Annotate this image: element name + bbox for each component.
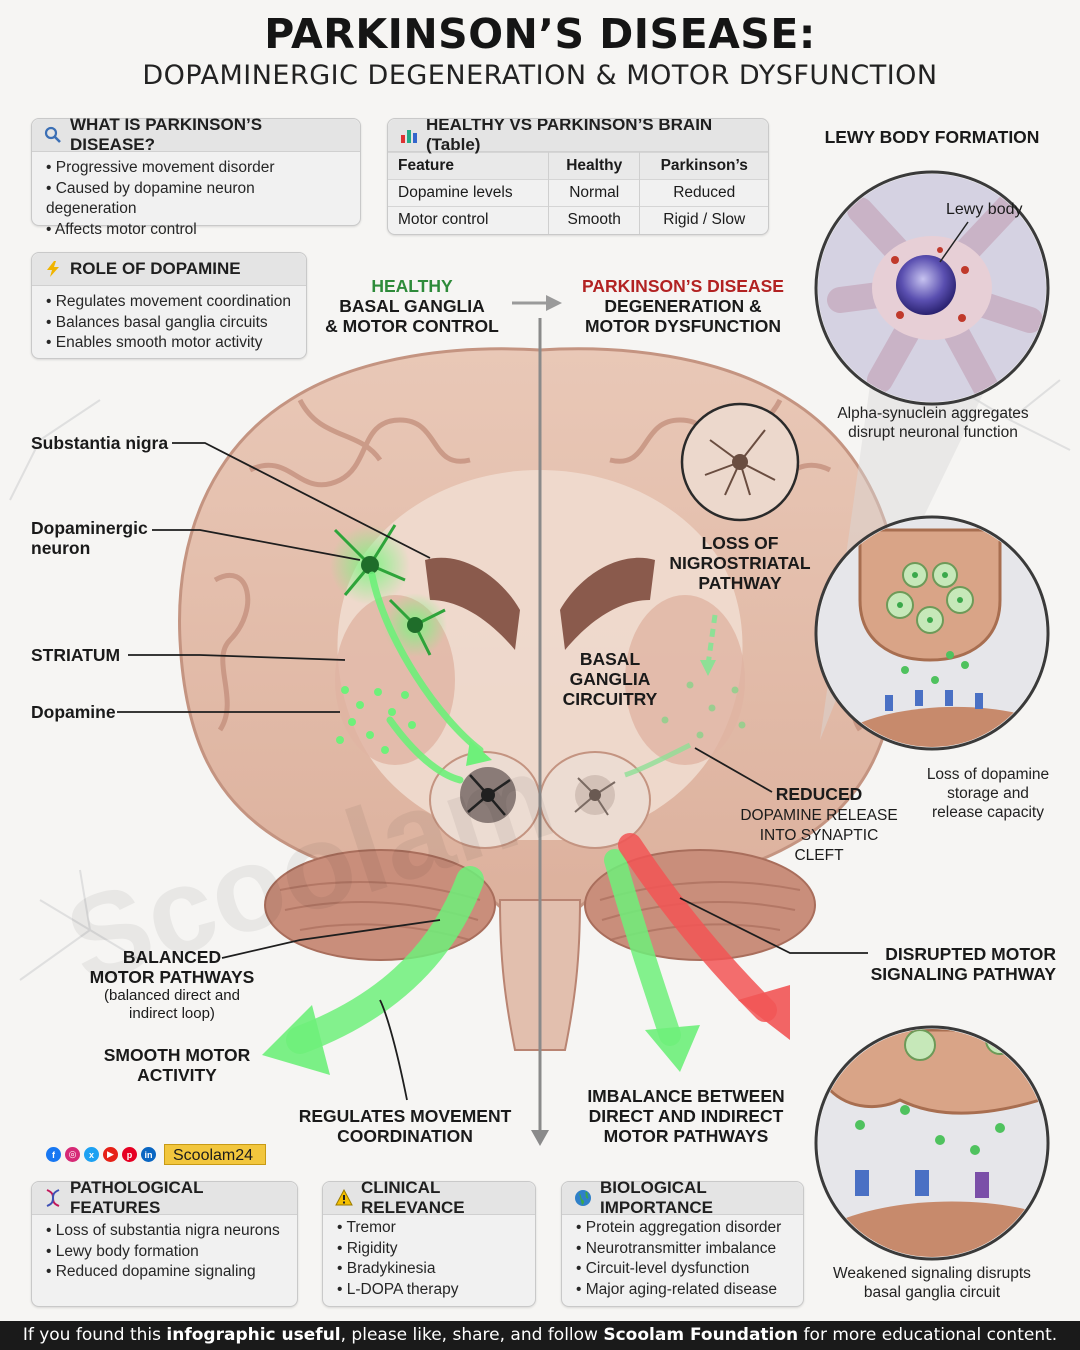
list-item: Circuit-level dysfunction <box>576 1259 791 1280</box>
table-row: Motor control Smooth Rigid / Slow <box>388 206 768 234</box>
facebook-icon[interactable]: f <box>46 1147 61 1162</box>
biological-heading: BIOLOGICAL IMPORTANCE <box>600 1178 714 1217</box>
column-header: Feature <box>388 152 549 180</box>
reduced-release-label: REDUCED DOPAMINE RELEASE INTO SYNAPTIC C… <box>740 784 898 864</box>
dopaminergic-neuron-label: Dopaminergic neuron <box>31 518 148 558</box>
table-cell: Reduced <box>639 179 768 207</box>
table-header-row: Feature Healthy Parkinson’s <box>388 152 768 180</box>
balanced-pathways-label: BALANCED MOTOR PATHWAYS (balanced direct… <box>89 947 255 1022</box>
pathological-card: PATHOLOGICAL FEATURES Loss of substantia… <box>31 1178 298 1307</box>
column-header: Healthy <box>548 152 641 180</box>
what-is-card: WHAT IS PARKINSON’S DISEASE? Progressive… <box>31 115 361 238</box>
list-item: Tremor <box>337 1218 523 1239</box>
what-is-heading: WHAT IS PARKINSON’S DISEASE? <box>70 115 263 154</box>
loss-nigrostriatal-label: LOSS OF NIGROSTRIATAL PATHWAY <box>669 533 811 593</box>
smooth-motor-label: SMOOTH MOTOR ACTIVITY <box>103 1045 251 1085</box>
comparison-card: HEALTHY VS PARKINSON’S BRAIN (Table) Fea… <box>387 118 769 235</box>
clinical-heading: CLINICAL RELEVANCE <box>361 1178 465 1217</box>
comparison-heading: HEALTHY VS PARKINSON’S BRAIN (Table) <box>426 118 713 154</box>
footer-banner: If you found this infographic useful, pl… <box>0 1321 1080 1350</box>
regulates-movement-label: REGULATES MOVEMENT COORDINATION <box>298 1106 512 1146</box>
list-item: Neurotransmitter imbalance <box>576 1239 791 1260</box>
role-heading: ROLE OF DOPAMINE <box>70 259 241 278</box>
disrupted-signaling-label: DISRUPTED MOTOR SIGNALING PATHWAY <box>870 944 1056 984</box>
table-cell: Motor control <box>388 206 549 234</box>
list-item: L-DOPA therapy <box>337 1280 523 1301</box>
page-subtitle: DOPAMINERGIC DEGENERATION & MOTOR DYSFUN… <box>142 60 938 91</box>
brand-handle[interactable]: Scoolam24 <box>164 1144 267 1165</box>
bar-chart-icon <box>401 130 417 143</box>
list-item: Reduced dopamine signaling <box>46 1262 285 1283</box>
healthy-header: HEALTHY BASAL GANGLIA & MOTOR CONTROL <box>325 276 499 336</box>
list-item: Protein aggregation disorder <box>576 1218 791 1239</box>
instagram-icon[interactable]: ◎ <box>65 1147 80 1162</box>
magnifier-icon <box>44 126 61 143</box>
dopamine-label: Dopamine <box>31 702 116 722</box>
pathological-heading: PATHOLOGICAL FEATURES <box>70 1178 204 1217</box>
warning-icon <box>335 1189 353 1206</box>
table-cell: Smooth <box>548 206 641 234</box>
biological-card: BIOLOGICAL IMPORTANCE Protein aggregatio… <box>561 1178 804 1307</box>
pinterest-icon[interactable]: p <box>122 1147 137 1162</box>
globe-icon <box>575 1190 591 1206</box>
list-item: Loss of substantia nigra neurons <box>46 1221 285 1242</box>
page-title: PARKINSON’S DISEASE: <box>264 10 816 58</box>
list-item: Regulates movement coordination <box>46 292 294 313</box>
x-icon[interactable]: x <box>84 1147 99 1162</box>
table-cell: Normal <box>548 179 641 207</box>
list-item: Rigidity <box>337 1239 523 1260</box>
table-cell: Dopamine levels <box>388 179 549 207</box>
lewy-caption: Alpha-synuclein aggregates disrupt neuro… <box>837 405 1029 441</box>
parkinson-header: PARKINSON’S DISEASE DEGENERATION & MOTOR… <box>582 276 784 336</box>
list-item: Caused by dopamine neuron degeneration <box>46 179 348 220</box>
list-item: Balances basal ganglia circuits <box>46 313 294 334</box>
imbalance-label: IMBALANCE BETWEEN DIRECT AND INDIRECT MO… <box>587 1086 785 1146</box>
list-item: Affects motor control <box>46 220 348 241</box>
substantia-nigra-label: Substantia nigra <box>31 433 169 453</box>
comparison-table: Feature Healthy Parkinson’s Dopamine lev… <box>388 152 768 234</box>
synapse-1-caption: Loss of dopamine storage and release cap… <box>926 766 1050 821</box>
striatum-label: STRIATUM <box>31 645 121 665</box>
list-item: Bradykinesia <box>337 1259 523 1280</box>
basal-ganglia-label: BASAL GANGLIA CIRCUITRY <box>562 649 658 709</box>
table-row: Dopamine levels Normal Reduced <box>388 179 768 207</box>
column-header: Parkinson’s <box>639 152 768 180</box>
social-bar: f ◎ x ▶ p in Scoolam24 <box>46 1144 267 1165</box>
lewy-heading: LEWY BODY FORMATION <box>824 127 1040 147</box>
list-item: Enables smooth motor activity <box>46 333 294 354</box>
table-cell: Rigid / Slow <box>639 206 768 234</box>
list-item: Lewy body formation <box>46 1242 285 1263</box>
dna-icon <box>46 1189 60 1207</box>
lewy-body-label: Lewy body <box>946 201 1023 218</box>
clinical-card: CLINICAL RELEVANCE Tremor Rigidity Brady… <box>322 1178 536 1307</box>
list-item: Progressive movement disorder <box>46 158 348 179</box>
lightning-icon <box>47 261 59 277</box>
youtube-icon[interactable]: ▶ <box>103 1147 118 1162</box>
linkedin-icon[interactable]: in <box>141 1147 156 1162</box>
role-card: ROLE OF DOPAMINE Regulates movement coor… <box>31 252 307 359</box>
synapse-2-caption: Weakened signaling disrupts basal gangli… <box>833 1265 1031 1301</box>
list-item: Major aging-related disease <box>576 1280 791 1301</box>
